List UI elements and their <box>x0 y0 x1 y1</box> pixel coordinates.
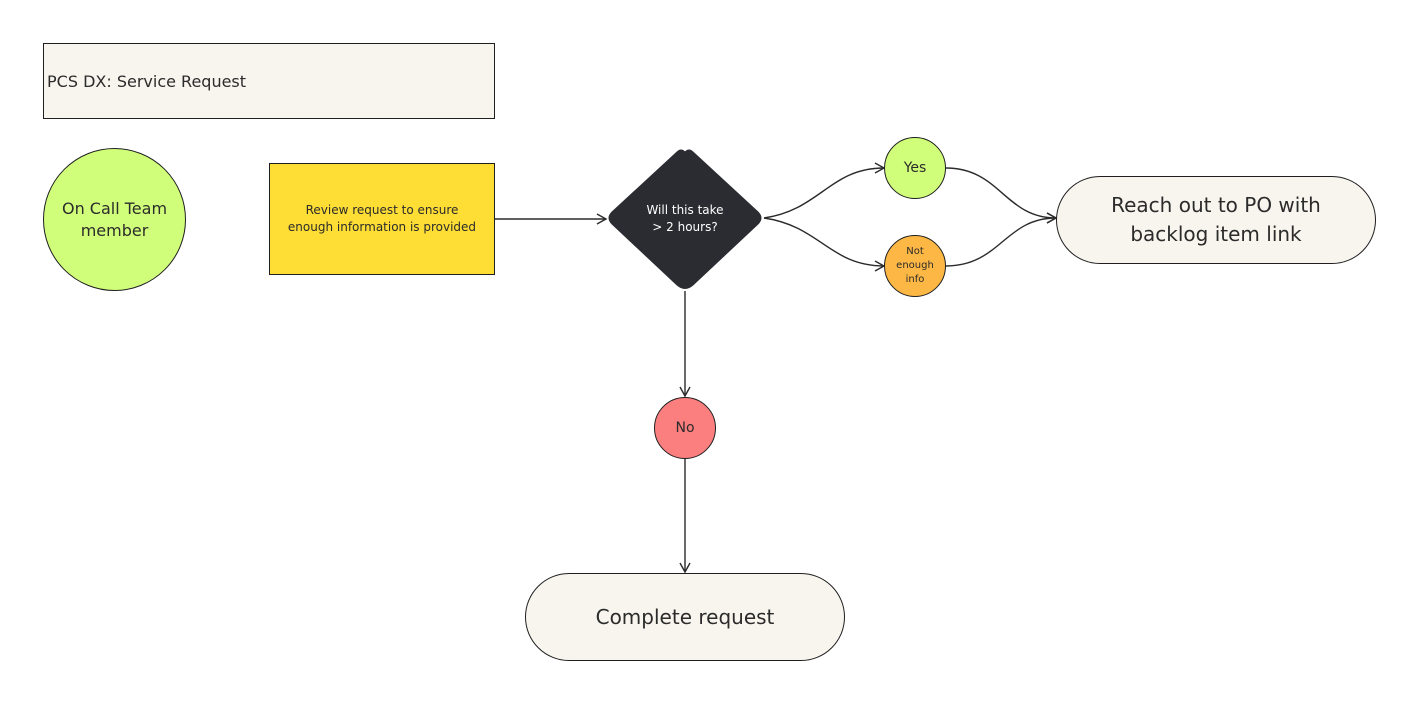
connector-yes-to-reach-out <box>945 167 1058 224</box>
connector-decision-to-not-enough-info <box>763 217 886 272</box>
not-enough-info-label: Not enough info <box>896 246 934 285</box>
no-circle[interactable]: No <box>654 397 716 459</box>
terminal-complete-label: Complete request <box>595 605 775 629</box>
decision-diamond[interactable] <box>608 149 762 289</box>
terminal-complete[interactable]: Complete request <box>525 573 845 661</box>
actor-circle[interactable]: On Call Team member <box>43 148 186 291</box>
no-label: No <box>675 420 695 436</box>
yes-label: Yes <box>903 160 927 176</box>
connector-decision-to-yes <box>763 162 886 219</box>
diagram-title-box[interactable]: PCS DX: Service Request <box>43 43 495 119</box>
yes-circle[interactable]: Yes <box>884 137 946 199</box>
connector-not-enough-info-to-reach-out <box>945 212 1058 267</box>
task-box[interactable]: Review request to ensure enough informat… <box>269 163 495 275</box>
terminal-reach-out[interactable]: Reach out to PO with backlog item link <box>1056 176 1376 264</box>
task-label: Review request to ensure enough informat… <box>287 203 477 234</box>
decision-label-container: Will this take > 2 hours? <box>630 190 740 248</box>
diagram-title: PCS DX: Service Request <box>47 71 247 91</box>
actor-label: On Call Team member <box>61 198 168 240</box>
terminal-reach-out-label: Reach out to PO with backlog item link <box>1111 193 1321 246</box>
not-enough-info-circle[interactable]: Not enough info <box>884 235 946 297</box>
decision-label: Will this take > 2 hours? <box>646 203 724 234</box>
